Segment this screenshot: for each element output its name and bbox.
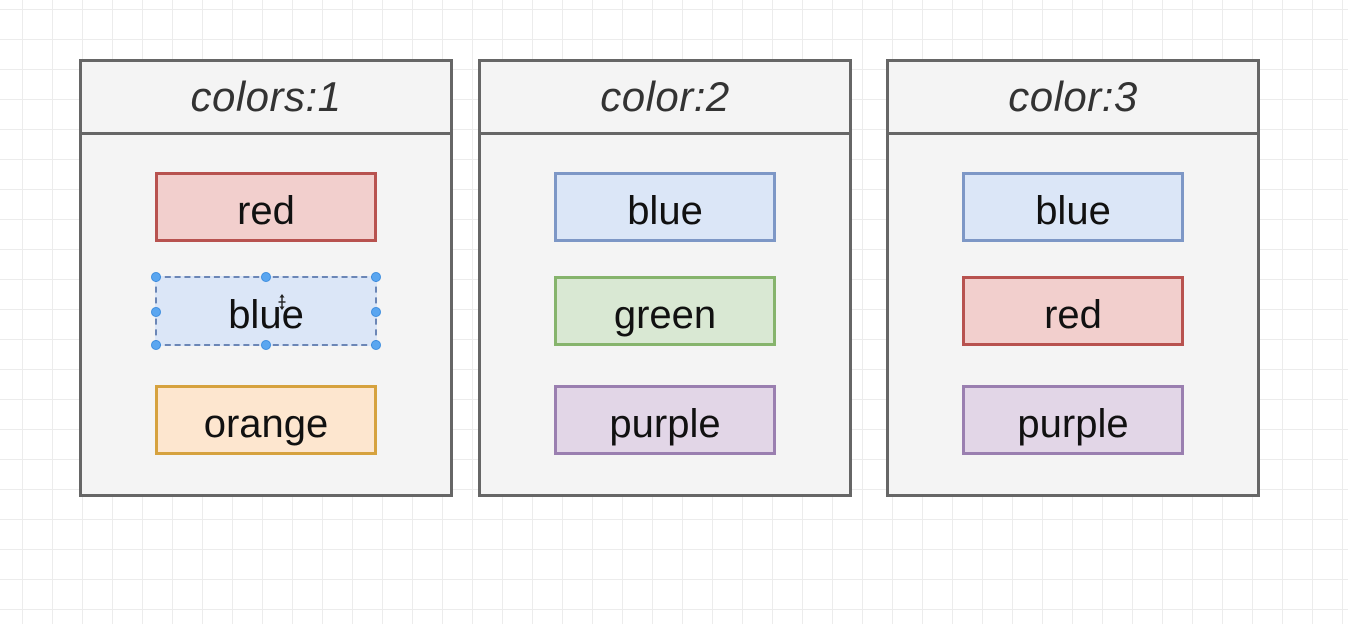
resize-handle-left[interactable] [151,307,161,317]
item-label: blue [228,292,304,337]
item-label: blue [627,188,703,233]
item-green[interactable]: green [554,276,776,346]
item-label: green [613,292,717,337]
item-red[interactable]: red [962,276,1184,346]
item-blue[interactable]: blue [962,172,1184,242]
move-cursor-icon [277,294,287,314]
panel-title: colors:1 [82,62,450,135]
item-blue-selected[interactable]: blue [151,272,381,350]
resize-handle-top-left[interactable] [151,272,161,282]
item-label: orange [203,401,329,446]
resize-handle-bottom[interactable] [261,340,271,350]
item-purple[interactable]: purple [962,385,1184,455]
item-purple[interactable]: purple [554,385,776,455]
panel-title: color:3 [889,62,1257,135]
panel-color-2[interactable]: color:2 blue green purple [478,59,852,497]
item-blue[interactable]: blue [554,172,776,242]
resize-handle-right[interactable] [371,307,381,317]
item-orange[interactable]: orange [155,385,377,455]
resize-handle-top-right[interactable] [371,272,381,282]
panel-title: color:2 [481,62,849,135]
panel-colors-1[interactable]: colors:1 red blue orange [79,59,453,497]
item-label: purple [609,401,721,446]
item-label: purple [1017,401,1129,446]
item-red[interactable]: red [155,172,377,242]
resize-handle-top[interactable] [261,272,271,282]
resize-handle-bottom-left[interactable] [151,340,161,350]
item-label: blue [1035,188,1111,233]
resize-handle-bottom-right[interactable] [371,340,381,350]
item-label: red [237,188,295,233]
panel-color-3[interactable]: color:3 blue red purple [886,59,1260,497]
item-label: red [1044,292,1102,337]
